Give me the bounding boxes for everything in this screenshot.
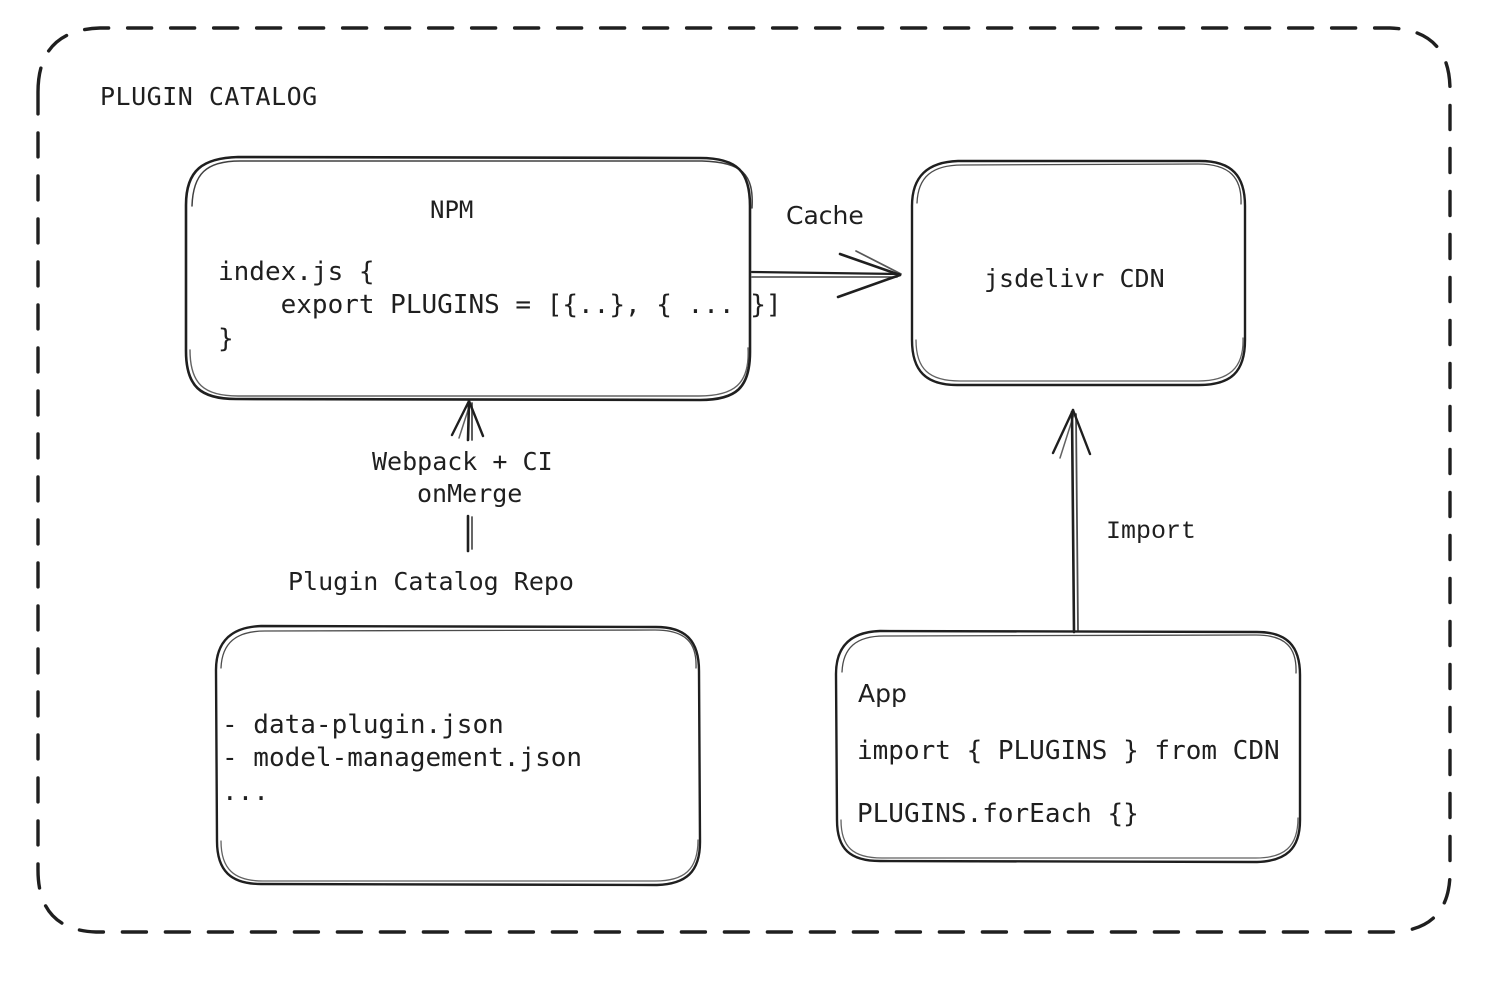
build-edge-label-line1: Webpack + CI [372,447,553,476]
import-edge-label: Import [1106,517,1197,546]
npm-node-code: index.js { export PLUGINS = [{..}, { ...… [218,257,782,354]
cdn-node-title: jsdelivr CDN [984,264,1165,293]
build-edge-label-line2: onMerge [417,479,523,508]
app-node-foreach-line: PLUGINS.forEach {} [857,799,1139,829]
build-arrow [450,399,485,553]
repo-node-label: Plugin Catalog Repo [288,567,574,596]
page-title: PLUGIN CATALOG [100,82,318,111]
app-node-title: App [858,679,907,708]
import-arrow [1051,408,1092,634]
cache-edge-label: Cache [786,201,864,230]
repo-node-items: - data-plugin.json - model-management.js… [222,710,583,807]
npm-node-title: NPM [430,196,474,224]
app-node-import-line: import { PLUGINS } from CDN [857,736,1280,766]
